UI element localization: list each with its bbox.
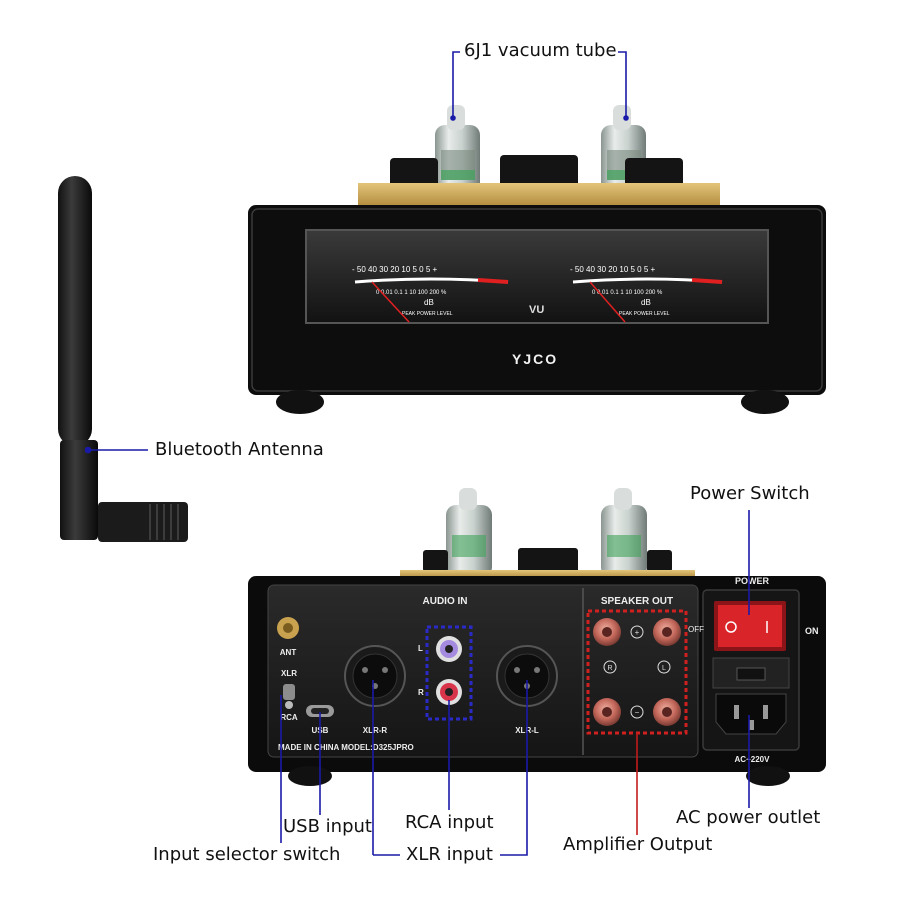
binding-post-left-plus[interactable]: [653, 618, 681, 646]
left-channel-symbol: L: [662, 665, 666, 672]
xlr-callout: XLR input: [406, 844, 493, 865]
db-label: dB: [641, 298, 651, 307]
db-label: dB: [424, 298, 434, 307]
vu-scale-top: - 50 40 30 20 10 5 0 5 +: [570, 265, 656, 274]
vu-label: VU: [529, 304, 544, 316]
transformer-center: [500, 155, 578, 191]
antenna-connector[interactable]: [277, 617, 299, 639]
model-label: MADE IN CHINA MODEL:D325JPRO: [278, 743, 414, 752]
rear-unit: AUDIO IN SPEAKER OUT ANT XLR RCA USB: [248, 488, 826, 786]
rear-panel: [267, 584, 699, 758]
on-label: ON: [805, 626, 819, 636]
rca-right-jack[interactable]: [436, 679, 462, 705]
ac-outlet-callout: AC power outlet: [676, 807, 821, 828]
rear-foot-left: [288, 766, 332, 786]
binding-post-left-minus[interactable]: [653, 698, 681, 726]
right-channel-symbol: R: [607, 665, 612, 672]
vu-scale-top: - 50 40 30 20 10 5 0 5 +: [352, 265, 438, 274]
vu-scale-bottom: 0 0.01 0.1 1 10 100 200 %: [592, 290, 663, 296]
plus-symbol: +: [635, 628, 640, 637]
ac-inlet[interactable]: [715, 693, 787, 735]
bluetooth-antenna: [58, 176, 188, 542]
speaker-out-label: SPEAKER OUT: [601, 596, 673, 607]
peak-label: PEAK POWER LEVEL: [402, 311, 453, 317]
binding-post-right-plus[interactable]: [593, 618, 621, 646]
vacuum-tube-left: [435, 105, 480, 200]
xlr-right-jack[interactable]: [344, 645, 406, 707]
rca-r-label: R: [418, 688, 424, 697]
gold-top-plate: [358, 183, 720, 207]
power-switch-callout: Power Switch: [690, 483, 810, 504]
xlr-select-label: XLR: [281, 669, 297, 678]
rca-l-label: L: [418, 644, 423, 653]
vu-meter-left: - 50 40 30 20 10 5 0 5 + 0 0.01 0.1 1 10…: [352, 265, 509, 323]
ant-label: ANT: [280, 648, 297, 657]
transformer-right: [625, 158, 683, 190]
front-unit: - 50 40 30 20 10 5 0 5 + 0 0.01 0.1 1 10…: [248, 105, 826, 414]
xlr-r-label: XLR-R: [363, 726, 388, 735]
power-label: POWER: [735, 576, 770, 586]
vacuum-tube-rear-right: [601, 488, 647, 577]
selector-callout: Input selector switch: [153, 844, 341, 865]
vu-meter-window: [305, 229, 769, 324]
vacuum-tube-rear-left: [446, 488, 492, 577]
brand-logo: YJCO: [512, 351, 558, 367]
vu-meter-right: - 50 40 30 20 10 5 0 5 + 0 0.01 0.1 1 10…: [570, 265, 723, 323]
rca-select-label: RCA: [280, 713, 298, 722]
antenna-callout: Bluetooth Antenna: [155, 439, 324, 460]
usb-callout: USB input: [283, 816, 372, 837]
input-selector-switch[interactable]: [283, 684, 295, 709]
rca-callout: RCA input: [405, 812, 494, 833]
usb-c-port[interactable]: [306, 705, 334, 717]
audio-in-label: AUDIO IN: [423, 596, 468, 607]
amplifier-output-callout: Amplifier Output: [563, 834, 713, 855]
rear-foot-right: [746, 766, 790, 786]
minus-symbol: −: [635, 708, 640, 717]
ac-voltage-label: AC~220V: [735, 755, 771, 764]
leader-lines: [84, 51, 750, 856]
vu-scale-bottom: 0 0.01 0.1 1 10 100 200 %: [376, 290, 447, 296]
power-rocker-switch[interactable]: [714, 601, 786, 651]
xlr-left-jack[interactable]: [496, 645, 558, 707]
front-foot-right: [741, 390, 789, 414]
transformer-left: [390, 158, 438, 190]
binding-post-right-minus[interactable]: [593, 698, 621, 726]
rca-left-jack[interactable]: [436, 636, 462, 662]
tube-callout: 6J1 vacuum tube: [464, 40, 617, 61]
peak-label: PEAK POWER LEVEL: [619, 311, 670, 317]
front-foot-left: [276, 390, 324, 414]
off-label: OFF: [688, 625, 704, 634]
